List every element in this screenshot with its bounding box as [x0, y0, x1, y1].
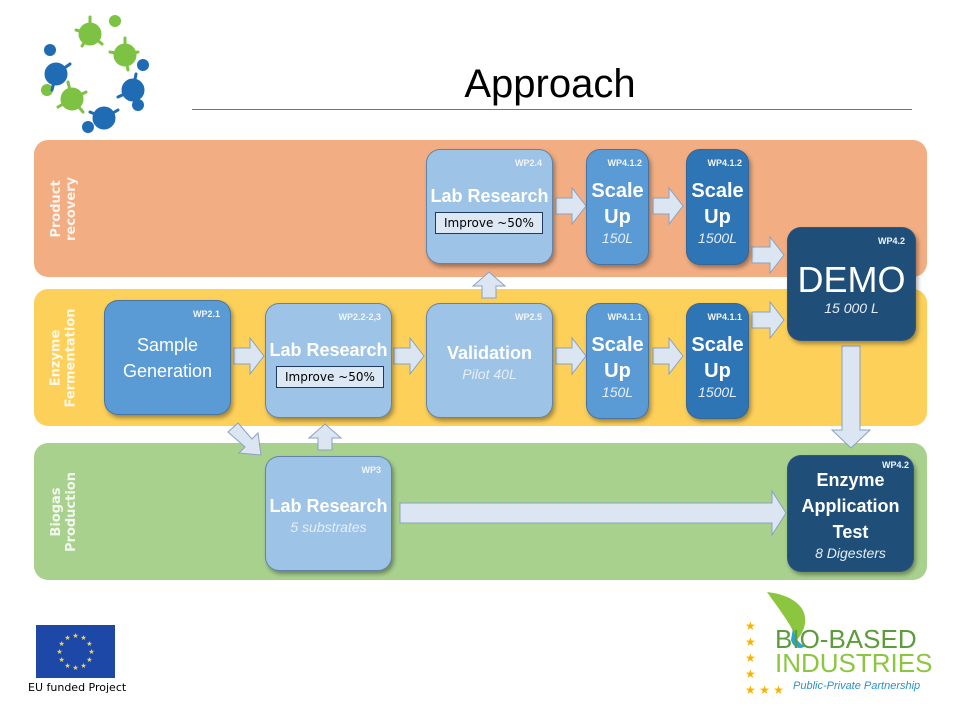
wp-label: WP2.4 [514, 158, 542, 168]
eu-star-icon: ★ [59, 640, 65, 648]
eu-flag-icon: ★★★★★★★★★★★★ [36, 625, 115, 678]
eu-star-icon: ★ [72, 664, 78, 672]
box-validation: WP2.5 Validation Pilot 40L [426, 303, 553, 418]
eu-star-icon: ★ [80, 634, 86, 642]
bbi-line3: Public-Private Partnership [793, 680, 921, 692]
eu-star-icon: ★ [56, 648, 62, 656]
wp-label: WP2.1 [192, 309, 220, 319]
arrow-ef-scale150-to-scale1500 [652, 336, 684, 376]
eu-star-icon: ★ [64, 634, 70, 642]
arrow-pr-scale150-to-scale1500 [652, 186, 684, 226]
box-demo: WP4.2 DEMO 15 000 L [787, 227, 916, 341]
eu-star-icon: ★ [80, 662, 86, 670]
arrow-validation-to-pr-lab [471, 271, 507, 299]
bbi-line2: INDUSTRIES [775, 648, 933, 678]
arrow-bg-lab-to-enzyme-test [399, 489, 787, 537]
eu-star-icon: ★ [86, 656, 92, 664]
box-ef-scale-1500: WP4.1.1 Scale Up 1500L [686, 303, 749, 419]
box-title: Lab Research [430, 185, 549, 206]
arrow-pr-lab-to-scale150 [555, 186, 587, 226]
box-ef-scale-150: WP4.1.1 Scale Up 150L [586, 303, 649, 419]
leaf-icon [767, 592, 806, 648]
eu-funded-label: EU funded Project [28, 681, 127, 694]
title-divider [192, 109, 912, 110]
arrow-bg-lab-to-ef-lab [307, 423, 343, 451]
arrow-ef-lab-to-validation [393, 336, 425, 376]
wp-label: WP4.1.1 [707, 312, 742, 322]
wp-label: WP2.2-2,3 [338, 312, 381, 322]
eu-star-icon: ★ [72, 632, 78, 640]
project-logo [41, 15, 149, 133]
box-pr-lab-research: WP2.4 Lab Research [426, 149, 553, 264]
arrow-demo-to-enzyme-test [830, 345, 872, 449]
improve-note-pr: Improve ~50% [435, 212, 543, 234]
wp-label: WP2.5 [514, 312, 542, 322]
box-pr-scale-150: WP4.1.2 Scale Up 150L [586, 149, 649, 265]
arrow-pr-scale1500-to-demo [751, 235, 785, 275]
box-enzyme-application-test: WP4.2 Enzyme Application Test 8 Digester… [787, 455, 914, 572]
eu-star-icon: ★ [64, 662, 70, 670]
eu-star-icon: ★ [59, 656, 65, 664]
eu-star-icon: ★ [88, 648, 94, 656]
wp-label: WP3 [361, 465, 381, 475]
slide-title: Approach [464, 62, 636, 106]
wp-label: WP4.1.1 [607, 312, 642, 322]
bbi-logo: BIO-BASED INDUSTRIES Public-Private Part… [745, 588, 945, 703]
box-ef-lab-research: WP2.2-2,3 Lab Research [265, 303, 392, 418]
wp-label: WP4.1.2 [607, 158, 642, 168]
eu-star-icon: ★ [86, 640, 92, 648]
arrow-ef-validation-to-scale150 [555, 336, 587, 376]
box-sample-generation: WP2.1 Sample Generation [104, 300, 231, 415]
box-bg-lab-research: WP3 Lab Research 5 substrates [265, 456, 392, 571]
arrow-ef-scale1500-to-demo [751, 300, 785, 340]
bbi-stars-icon: ★★★★★ ★ ★ [745, 619, 784, 697]
improve-note-ef: Improve ~50% [276, 366, 384, 388]
wp-label: WP4.1.2 [707, 158, 742, 168]
arrow-ef-sample-to-lab [233, 336, 265, 376]
arrow-sample-to-bg-lab [227, 422, 262, 456]
bbi-line1: BIO-BASED [775, 624, 917, 654]
box-pr-scale-1500: WP4.1.2 Scale Up 1500L [686, 149, 749, 265]
wp-label: WP4.2 [877, 236, 905, 246]
wp-label: WP4.2 [881, 460, 909, 470]
